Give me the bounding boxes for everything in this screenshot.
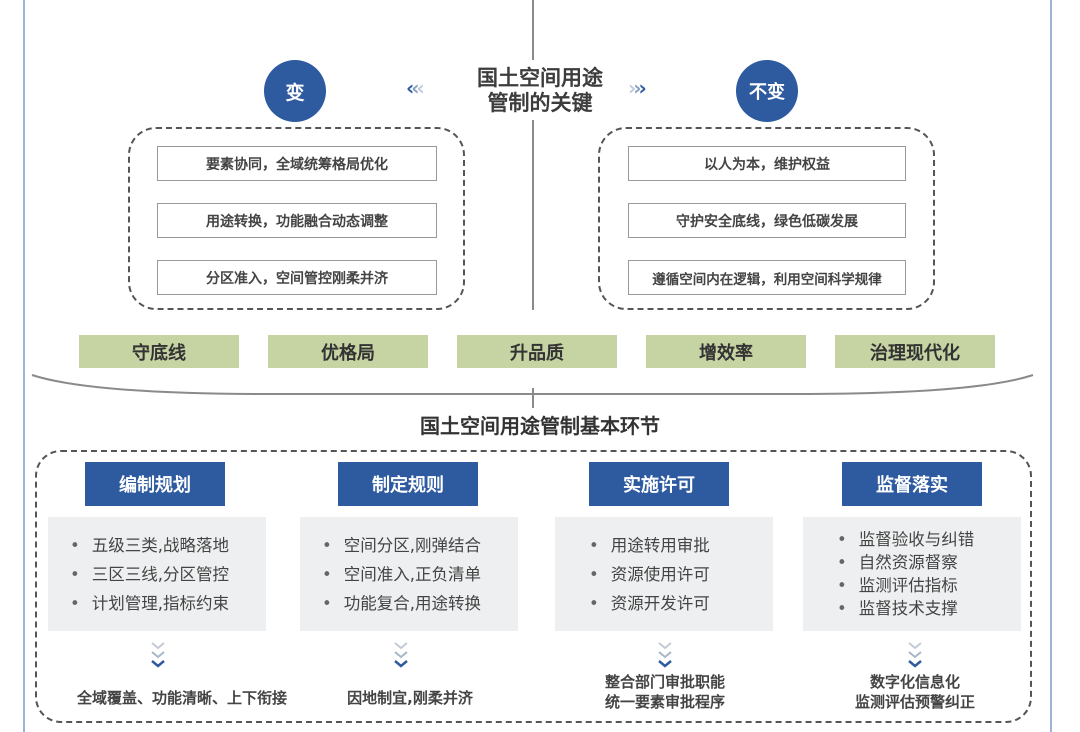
center-divider-top	[532, 0, 534, 60]
column-footer: 整合部门审批职能 统一要素审批程序	[565, 672, 765, 712]
goals-bracket-arc	[31, 374, 1034, 395]
goal-item: 优格局	[268, 335, 428, 368]
column-title: 编制规划	[85, 462, 225, 506]
column-list-item: 资源使用许可	[589, 560, 773, 589]
column-list: 用途转用审批 资源使用许可 资源开发许可	[555, 517, 773, 631]
column-list-item: 空间分区,刚弹结合	[322, 531, 518, 560]
basic-links-group	[35, 450, 1032, 723]
column-footer-line: 监测评估预警纠正	[854, 693, 975, 711]
column-list-item: 监督验收与纠错	[837, 528, 1021, 551]
column-footer: 数字化信息化 监测评估预警纠正	[815, 672, 1015, 712]
unchanged-circle: 不变	[736, 60, 798, 122]
column-footer-line: 全域覆盖、功能清晰、上下衔接	[76, 689, 287, 707]
change-item: 分区准入，空间管控刚柔并济	[157, 260, 437, 295]
column-footer: 因地制宜,刚柔并济	[310, 688, 510, 708]
column-title: 实施许可	[589, 462, 729, 506]
column-title: 制定规则	[338, 462, 478, 506]
chevron-down-icon	[394, 642, 408, 668]
column-title: 监督落实	[842, 462, 982, 506]
column-list-item: 五级三类,战略落地	[70, 531, 266, 560]
column-footer-line: 统一要素审批程序	[604, 693, 725, 711]
chevron-down-icon	[151, 642, 165, 668]
change-item: 要素协同，全域统筹格局优化	[157, 146, 437, 181]
left-arrows-icon: ‹‹‹	[406, 76, 425, 100]
goal-item: 守底线	[79, 335, 239, 368]
column-footer: 全域覆盖、功能清晰、上下衔接	[42, 688, 322, 708]
column-list: 五级三类,战略落地 三区三线,分区管控 计划管理,指标约束	[48, 517, 266, 631]
key-title-line1: 国土空间用途	[477, 66, 603, 90]
column-footer-line: 整合部门审批职能	[604, 673, 725, 691]
column-list-item: 自然资源督察	[837, 551, 1021, 574]
column-list-item: 监督技术支撑	[837, 597, 1021, 620]
column-list-item: 用途转用审批	[589, 531, 773, 560]
goal-item: 治理现代化	[835, 335, 995, 368]
goal-item: 增效率	[646, 335, 806, 368]
chevron-down-icon	[908, 642, 922, 668]
unchanged-item: 遵循空间内在逻辑，利用空间科学规律	[628, 260, 906, 295]
chevron-down-icon	[658, 642, 672, 668]
unchanged-item: 以人为本，维护权益	[628, 146, 906, 181]
right-arrows-icon: ›››	[628, 76, 647, 100]
frame-left-border	[23, 0, 25, 732]
column-list-item: 空间准入,正负清单	[322, 560, 518, 589]
goal-item: 升品质	[457, 335, 617, 368]
column-list-item: 功能复合,用途转换	[322, 589, 518, 618]
column-list: 监督验收与纠错 自然资源督察 监测评估指标 监督技术支撑	[803, 517, 1021, 631]
change-item: 用途转换，功能融合动态调整	[157, 203, 437, 238]
column-list-item: 资源开发许可	[589, 589, 773, 618]
change-circle: 变	[264, 60, 326, 122]
column-footer-line: 因地制宜,刚柔并济	[347, 689, 473, 707]
column-list-item: 监测评估指标	[837, 574, 1021, 597]
column-list-item: 三区三线,分区管控	[70, 560, 266, 589]
center-divider-bottom	[532, 388, 534, 408]
center-divider-middle	[532, 120, 534, 310]
key-title-line2: 管制的关键	[487, 91, 593, 115]
column-list: 空间分区,刚弹结合 空间准入,正负清单 功能复合,用途转换	[300, 517, 518, 631]
key-title: 国土空间用途 管制的关键	[455, 66, 625, 116]
section-title: 国土空间用途管制基本环节	[420, 414, 660, 438]
unchanged-item: 守护安全底线，绿色低碳发展	[628, 203, 906, 238]
column-list-item: 计划管理,指标约束	[70, 589, 266, 618]
frame-right-border	[1050, 0, 1052, 732]
column-footer-line: 数字化信息化	[869, 673, 960, 691]
